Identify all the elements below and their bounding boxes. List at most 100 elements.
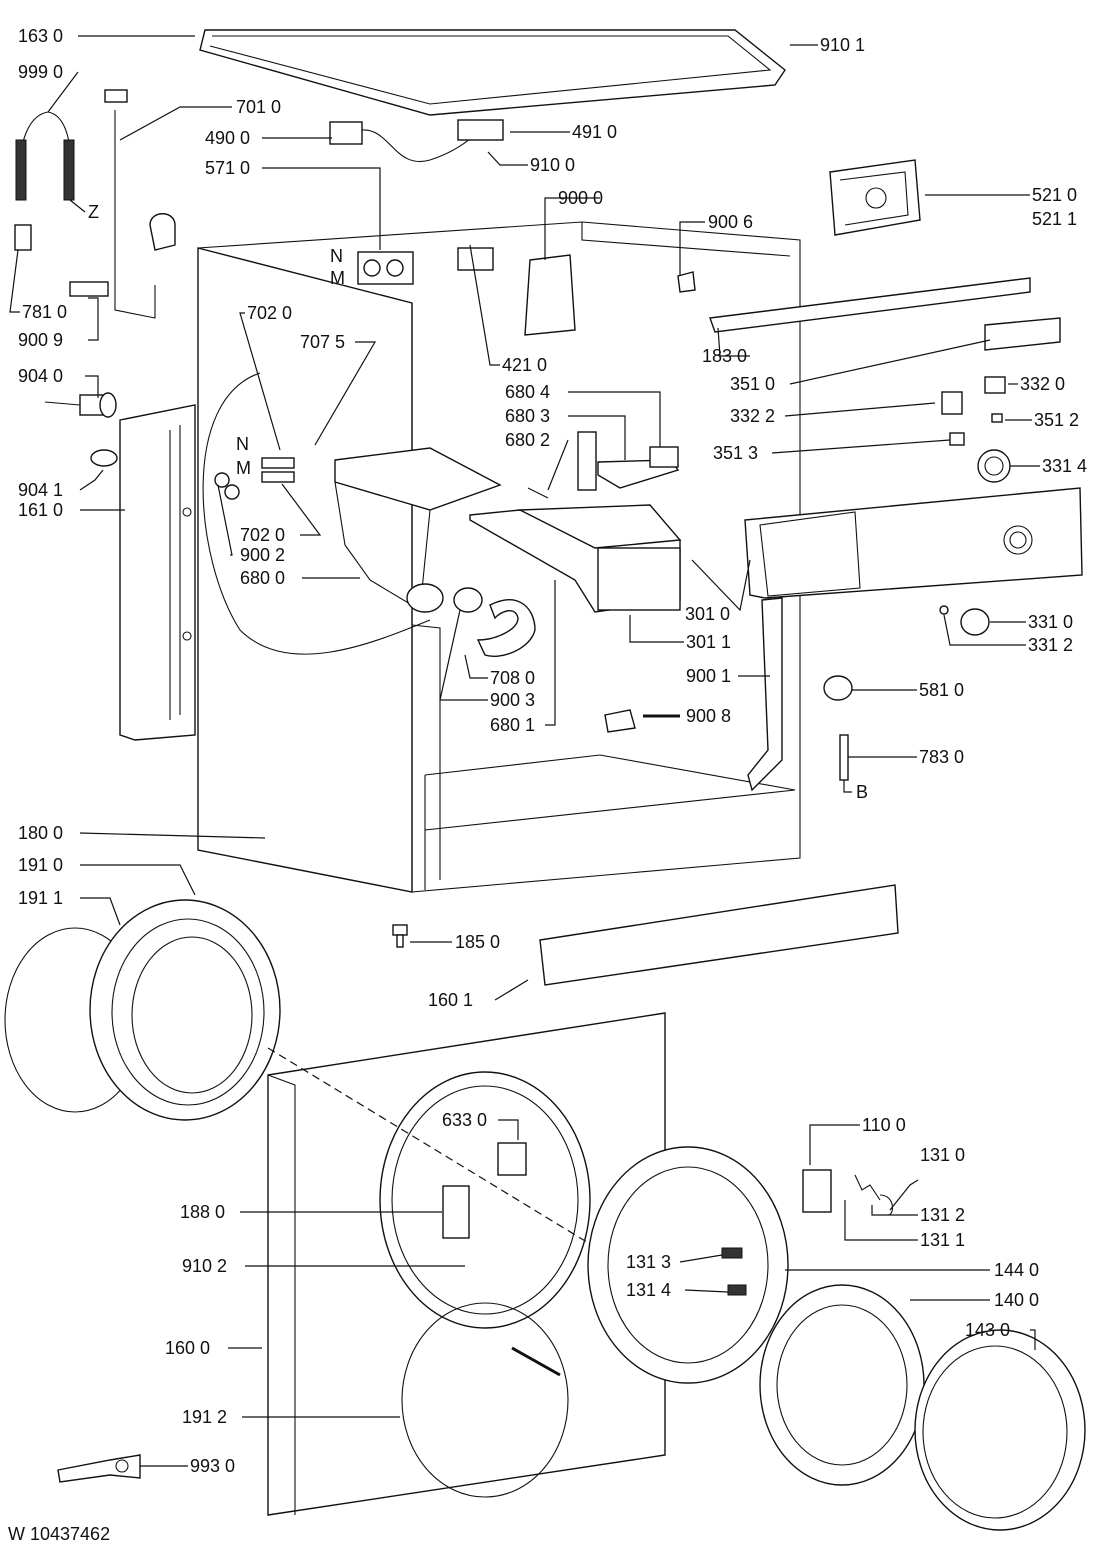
door-frame <box>587 1146 789 1384</box>
part-label: 633 0 <box>442 1110 487 1130</box>
part-label: 900 6 <box>708 212 753 232</box>
drain-hose <box>14 89 176 319</box>
clip-9008 <box>604 709 680 733</box>
part-label: 191 0 <box>18 855 63 875</box>
part-label: 900 2 <box>240 545 285 565</box>
part-label: 110 0 <box>862 1115 906 1135</box>
part-label: 331 4 <box>1042 456 1087 476</box>
part-label: 680 4 <box>505 382 550 402</box>
filter-assembly <box>44 392 118 467</box>
part-label: 188 0 <box>180 1202 225 1222</box>
part-label: 900 0 <box>558 188 603 208</box>
pressure-switch <box>823 675 853 701</box>
cross-beam <box>709 277 1061 351</box>
part-label: 521 0 <box>1032 185 1077 205</box>
part-label: 680 0 <box>240 568 285 588</box>
connecting-hose <box>453 587 536 657</box>
pin-783 <box>839 734 849 781</box>
part-label: 900 1 <box>686 666 731 686</box>
part-label: 131 2 <box>920 1205 965 1225</box>
part-label: 702 0 <box>247 303 292 323</box>
part-label: 910 0 <box>530 155 575 175</box>
drawing-number: W 10437462 <box>8 1524 110 1544</box>
front-panel <box>267 1012 666 1516</box>
foot <box>392 924 408 948</box>
part-label: 332 0 <box>1020 374 1065 394</box>
part-label: 904 1 <box>18 480 63 500</box>
leader-lines <box>9 35 1040 1467</box>
tool-993 <box>57 1454 141 1483</box>
part-label: 301 0 <box>685 604 730 624</box>
detergent-drawer <box>469 504 682 613</box>
part-label: 900 9 <box>18 330 63 350</box>
part-label: 131 0 <box>920 1145 965 1165</box>
part-label: Z <box>88 202 99 222</box>
part-label: 185 0 <box>455 932 500 952</box>
part-label: 680 2 <box>505 430 550 450</box>
part-label: 131 3 <box>626 1252 671 1272</box>
plinth-panel <box>539 884 899 986</box>
part-label: 160 1 <box>428 990 473 1010</box>
part-label: 351 0 <box>730 374 775 394</box>
part-label: 183 0 <box>702 346 747 366</box>
part-label: 910 1 <box>820 35 865 55</box>
part-label: 701 0 <box>236 97 281 117</box>
dispenser-housing <box>334 447 502 613</box>
part-label: N <box>236 434 249 454</box>
connectors <box>214 457 295 500</box>
part-label: 999 0 <box>18 62 63 82</box>
part-label: 571 0 <box>205 158 250 178</box>
part-label: 521 1 <box>1032 209 1077 229</box>
part-label: 191 1 <box>18 888 63 908</box>
part-label: 161 0 <box>18 500 63 520</box>
part-label: 904 0 <box>18 366 63 386</box>
part-label: 331 0 <box>1028 612 1073 632</box>
part-label: 491 0 <box>572 122 617 142</box>
part-labels: 163 0 999 0 701 0 490 0 571 0 491 0 910 … <box>18 26 1087 1476</box>
part-label: 331 2 <box>1028 635 1073 655</box>
switches <box>941 376 1006 446</box>
part-label: 163 0 <box>18 26 63 46</box>
part-label: 191 2 <box>182 1407 227 1427</box>
part-label: 131 4 <box>626 1280 671 1300</box>
control-panel <box>744 487 1083 599</box>
knob <box>939 605 990 636</box>
part-label: 708 0 <box>490 668 535 688</box>
part-label: 910 2 <box>182 1256 227 1276</box>
part-label: 581 0 <box>919 680 964 700</box>
part-label: 351 3 <box>713 443 758 463</box>
part-label: M <box>330 268 345 288</box>
part-label: 900 3 <box>490 690 535 710</box>
power-cord <box>329 121 481 163</box>
dispenser-parts <box>527 431 680 499</box>
part-label: 900 8 <box>686 706 731 726</box>
part-label: 783 0 <box>919 747 964 767</box>
part-label: 351 2 <box>1034 410 1079 430</box>
part-label: M <box>236 458 251 478</box>
part-label: 160 0 <box>165 1338 210 1358</box>
wiring-bracket <box>747 597 783 792</box>
part-label: 144 0 <box>994 1260 1039 1280</box>
part-label: 993 0 <box>190 1456 235 1476</box>
part-label: 421 0 <box>502 355 547 375</box>
part-label: 680 1 <box>490 715 535 735</box>
part-label: 490 0 <box>205 128 250 148</box>
top-cover <box>199 29 786 116</box>
door-gasket <box>4 899 281 1121</box>
interference-filter <box>457 119 504 141</box>
clip-top <box>677 271 696 293</box>
part-label: 131 1 <box>920 1230 965 1250</box>
part-label: 332 2 <box>730 406 775 426</box>
electronic-module <box>829 159 921 236</box>
part-label: 781 0 <box>22 302 67 322</box>
part-label: 140 0 <box>994 1290 1039 1310</box>
part-label: 180 0 <box>18 823 63 843</box>
spring <box>511 1346 561 1377</box>
part-label: B <box>856 782 868 802</box>
part-label: 301 1 <box>686 632 731 652</box>
door-inner-frame <box>914 1329 1086 1531</box>
door-handle <box>802 1169 894 1216</box>
door-glass <box>759 1284 925 1486</box>
